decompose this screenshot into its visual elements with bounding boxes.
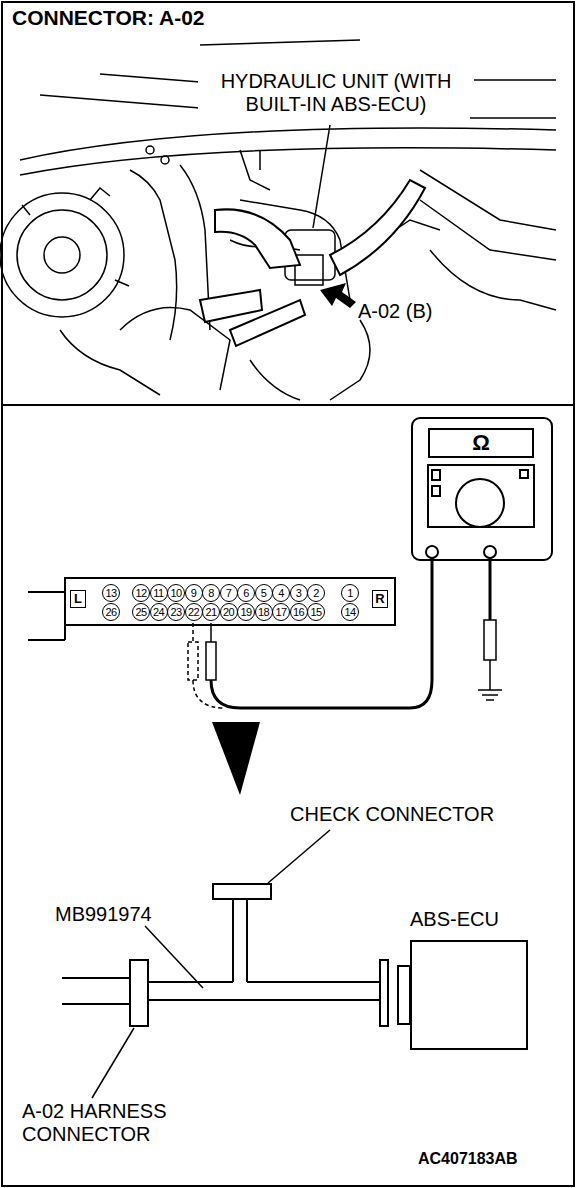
pin-number: 21 <box>202 603 220 621</box>
ohm-symbol: Ω <box>430 430 532 456</box>
part-label: A-02 (B) <box>358 300 432 323</box>
pin-number: 25 <box>132 603 150 621</box>
component-label: ABS-ECU <box>410 908 499 931</box>
pin-number: 2 <box>307 584 325 602</box>
engine-bay <box>0 40 556 400</box>
meter-display: Ω <box>428 428 534 458</box>
pin-number: 4 <box>272 584 290 602</box>
ecu-box: ABS-ECU <box>410 940 528 1050</box>
pin-number: 5 <box>255 584 273 602</box>
connector-side-mark: L <box>70 590 86 608</box>
part-label: HYDRAULIC UNIT (WITH BUILT-IN ABS-ECU) <box>198 70 474 116</box>
pin-number: 20 <box>220 603 238 621</box>
pin-number: 18 <box>255 603 273 621</box>
part-label: MB991974 <box>55 903 152 926</box>
pin-number: 10 <box>167 584 185 602</box>
pin-number: 1 <box>341 584 359 602</box>
part-label: CHECK CONNECTOR <box>290 803 494 826</box>
pin-number: 17 <box>272 603 290 621</box>
test-leads <box>188 558 502 708</box>
figure-code: AC407183AB <box>418 1150 518 1168</box>
pointer-triangle <box>212 722 260 795</box>
separator <box>2 404 574 406</box>
leader-lines <box>92 830 330 1098</box>
pin-number: 23 <box>167 603 185 621</box>
pin-number: 22 <box>185 603 203 621</box>
connector-body <box>28 578 395 640</box>
pin-number: 11 <box>150 584 168 602</box>
pin-number: 12 <box>132 584 150 602</box>
ohmmeter <box>412 418 552 560</box>
pin-number: 7 <box>220 584 238 602</box>
title: CONNECTOR: A-02 <box>12 6 205 30</box>
pin-number: 13 <box>102 584 120 602</box>
arrow <box>320 283 356 308</box>
pin-number: 14 <box>341 603 359 621</box>
pin-number: 6 <box>237 584 255 602</box>
leader-line <box>313 125 330 228</box>
pin-number: 9 <box>185 584 203 602</box>
pin-number: 15 <box>307 603 325 621</box>
pin-number: 16 <box>290 603 308 621</box>
pin-number: 19 <box>237 603 255 621</box>
connector-side-mark: R <box>372 590 388 608</box>
pin-number: 3 <box>290 584 308 602</box>
pin-number: 24 <box>150 603 168 621</box>
pin-number: 8 <box>202 584 220 602</box>
part-label: A-02 HARNESS CONNECTOR <box>22 1100 202 1146</box>
pin-number: 26 <box>102 603 120 621</box>
